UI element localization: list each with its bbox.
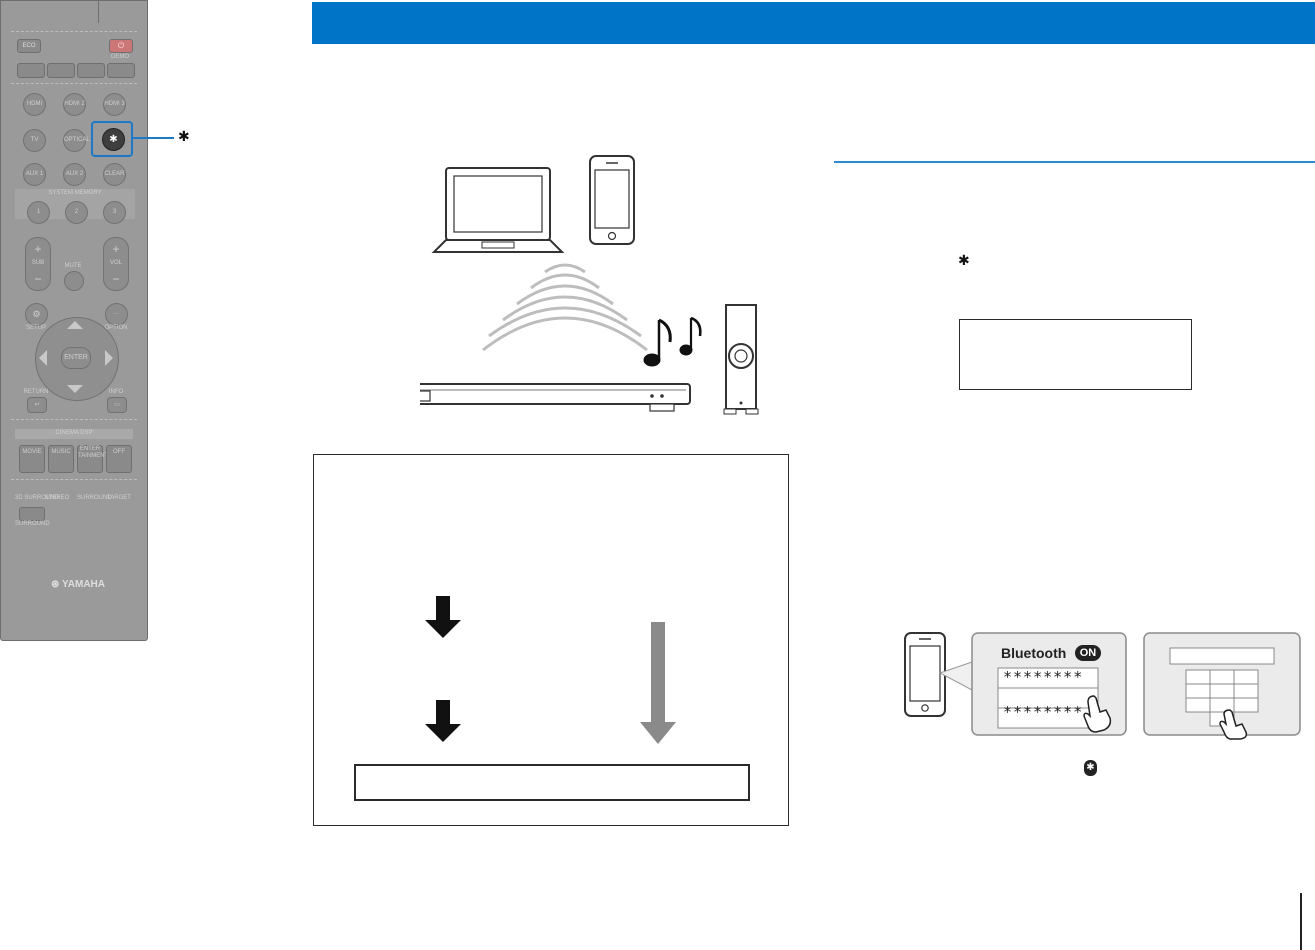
laptop-icon — [431, 167, 565, 253]
smartphone-icon — [589, 155, 635, 245]
clear-voice-button[interactable]: CLEAR VOICE — [103, 163, 126, 198]
input-select-button-2[interactable] — [47, 63, 75, 78]
remote-divider — [11, 83, 137, 84]
flow-arrow-2-down-icon — [425, 724, 461, 742]
subwoofer-icon — [723, 304, 759, 415]
demo-label: DEMO — [111, 54, 129, 60]
hdmi1-button[interactable]: HDMI — [23, 93, 46, 116]
flow-arrow-1-down-icon — [425, 620, 461, 638]
passkey-field — [1169, 647, 1275, 665]
info-icon: ▭ — [114, 402, 120, 408]
enter-button[interactable]: ENTER — [61, 347, 91, 369]
stereo-label: STEREO — [44, 495, 70, 501]
yamaha-logo: ⊛ YAMAHA — [51, 579, 105, 590]
remote-seam — [98, 1, 99, 23]
power-icon: ⏻ — [117, 41, 125, 50]
remote-control-illustration: ECO ⏻ DEMO HDMI HDMI 2 HDMI 3 TV OPTICAL… — [0, 0, 148, 641]
target-label: TARGET — [107, 495, 131, 501]
up-arrow-icon[interactable] — [67, 321, 83, 329]
entertainment-button[interactable]: ENTER TAINMENT — [77, 445, 108, 473]
page-edge-marker — [1300, 893, 1302, 950]
flow-arrow-1-stem — [436, 596, 450, 620]
flow-arrow-gray-stem — [651, 622, 665, 724]
device-entry-2: ******** — [1003, 703, 1084, 721]
yamaha-emblem-icon: ⊛ — [51, 579, 60, 590]
mute-button[interactable] — [64, 271, 84, 291]
return-label: RETURN — [23, 389, 49, 395]
right-arrow-icon[interactable] — [105, 350, 113, 366]
cinema-dsp-label: CINEMA DSP — [55, 430, 93, 436]
input-select-button-1[interactable] — [17, 63, 45, 78]
bluetooth-button-highlight — [91, 121, 133, 157]
bluetooth-button[interactable]: ✱ — [102, 128, 125, 151]
keypad — [1185, 669, 1259, 727]
option-button[interactable]: ··· — [105, 303, 128, 326]
remote-divider — [11, 479, 137, 480]
off-button[interactable]: OFF — [106, 445, 132, 473]
music-button[interactable]: MUSIC — [48, 445, 74, 473]
surround-decoder-label: SURROUND — [15, 521, 50, 527]
subwoofer-rocker[interactable]: + SUB − — [25, 237, 51, 291]
bluetooth-settings-title: Bluetooth — [1001, 645, 1067, 661]
wireless-waves-icon — [482, 263, 648, 352]
bluetooth-pairing-illustration — [904, 632, 1301, 740]
setup-label: SETUP — [25, 325, 46, 331]
return-icon: ↩ — [34, 402, 40, 408]
bluetooth-icon: ✱ — [178, 128, 190, 144]
memory-3-button[interactable]: 3 — [103, 201, 126, 224]
remote-divider — [11, 31, 137, 32]
info-label: INFO — [108, 389, 124, 395]
connection-diagram — [420, 155, 759, 415]
smartphone-icon — [904, 632, 946, 717]
bluetooth-icon: ✱ — [109, 134, 118, 145]
bluetooth-icon: ✱ — [1084, 760, 1097, 776]
remote-divider — [11, 419, 137, 420]
device-entry-1: ******** — [1003, 668, 1084, 686]
movie-button[interactable]: MOVIE — [19, 445, 45, 473]
surround-decoder-button[interactable] — [19, 507, 45, 521]
gear-icon: ⚙ — [32, 309, 41, 319]
power-button[interactable]: ⏻ — [109, 39, 133, 53]
flow-arrow-gray-down-icon — [640, 722, 676, 744]
bluetooth-on-badge: ON — [1075, 645, 1101, 661]
input-select-button-3[interactable] — [77, 63, 105, 78]
aux2-button[interactable]: AUX 2 — [63, 163, 86, 186]
3d-surround-label: 3D SURROUND — [15, 495, 60, 501]
flow-arrow-2-stem — [436, 700, 450, 724]
memory-2-button[interactable]: 2 — [65, 201, 88, 224]
info-button[interactable]: ▭ — [107, 397, 127, 413]
system-memory-label: SYSTEM MEMORY — [48, 190, 102, 196]
tap-hand-icon — [1083, 695, 1248, 740]
surround-label: SURROUND — [77, 495, 112, 501]
return-button[interactable]: ↩ — [27, 397, 47, 413]
hdmi3-button[interactable]: HDMI 3 — [103, 93, 126, 116]
ellipsis-icon: ··· — [113, 311, 120, 317]
soundbar-icon — [420, 383, 691, 412]
setup-button[interactable]: ⚙ — [25, 303, 48, 326]
aux1-button[interactable]: AUX 1 — [23, 163, 46, 186]
bluetooth-icon: ✱ — [958, 252, 970, 268]
cinema-dsp-band: CINEMA DSP — [15, 429, 133, 439]
tv-button[interactable]: TV — [23, 129, 46, 152]
section-header-bar — [312, 2, 1315, 44]
section-rule — [834, 161, 1315, 163]
music-notes-icon — [643, 316, 702, 367]
optical-button[interactable]: OPTICAL — [63, 129, 90, 152]
mute-label: MUTE — [64, 263, 82, 269]
left-arrow-icon[interactable] — [39, 350, 47, 366]
flow-result-box — [354, 764, 750, 801]
display-indicator-box — [959, 319, 1192, 390]
volume-rocker[interactable]: + VOL − — [103, 237, 129, 291]
callout-line — [132, 137, 174, 139]
hdmi2-button[interactable]: HDMI 2 — [63, 93, 86, 116]
option-label: OPTION — [104, 325, 128, 331]
demo-button[interactable] — [107, 63, 135, 78]
eco-button[interactable]: ECO — [17, 39, 41, 53]
down-arrow-icon[interactable] — [67, 385, 83, 393]
memory-1-button[interactable]: 1 — [27, 201, 50, 224]
